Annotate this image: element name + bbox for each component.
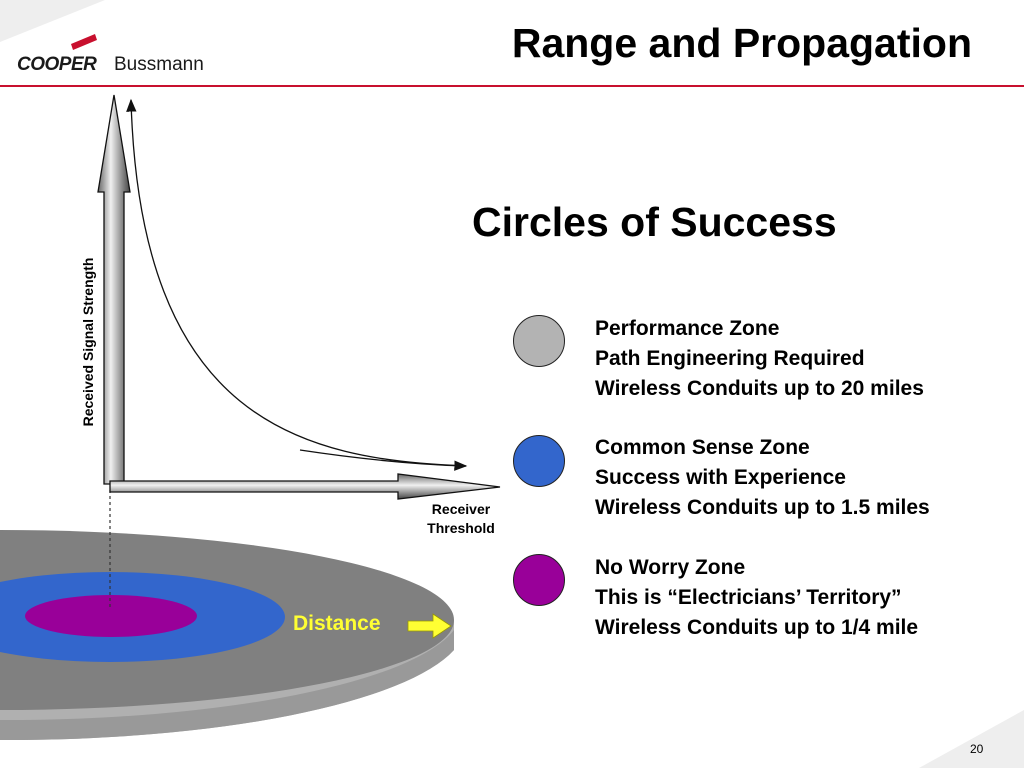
page-title: Range and Propagation [511, 20, 972, 66]
zone-range: Wireless Conduits up to 1/4 mile [595, 616, 919, 639]
disc-inner-zone [25, 595, 197, 637]
zone-range: Wireless Conduits up to 1.5 miles [595, 496, 930, 519]
page-number: 20 [970, 742, 984, 756]
receiver-threshold-line2: Threshold [427, 520, 495, 536]
section-heading: Circles of Success [472, 199, 837, 245]
legend-performance-zone: Performance Zone Path Engineering Requir… [595, 314, 924, 404]
zone-detail: Success with Experience [595, 466, 846, 489]
legend-common-sense-zone: Common Sense Zone Success with Experienc… [595, 433, 930, 523]
gray-circle-icon [513, 315, 565, 367]
signal-decay-curve [126, 98, 467, 467]
legend-no-worry-zone: No Worry Zone This is “Electricians’ Ter… [595, 553, 918, 643]
purple-circle-icon [513, 554, 565, 606]
zone-title: Performance Zone [595, 317, 780, 340]
signal-decay-curve-end [299, 449, 468, 471]
coverage-disc [0, 530, 454, 741]
zone-title: Common Sense Zone [595, 436, 810, 459]
zone-title: No Worry Zone [595, 556, 746, 579]
receiver-threshold-label: Receiver Threshold [412, 500, 510, 538]
receiver-threshold-line1: Receiver [431, 501, 491, 517]
disc-rim-shadow [0, 630, 454, 741]
zone-detail: This is “Electricians’ Territory” [595, 586, 902, 609]
y-axis-arrow [97, 94, 131, 485]
logo-bussmann-text: Bussmann [114, 54, 204, 75]
logo-cooper-text: COOPER [17, 54, 97, 75]
corner-decoration-top-left [0, 0, 105, 42]
x-axis-arrow [109, 473, 501, 500]
distance-arrow-icon [407, 613, 452, 639]
header-divider [0, 85, 1024, 87]
logo-mark-icon [71, 34, 97, 50]
zone-range: Wireless Conduits up to 20 miles [595, 377, 924, 400]
blue-circle-icon [513, 435, 565, 487]
zone-detail: Path Engineering Required [595, 347, 865, 370]
corner-decoration-bottom-right [919, 710, 1024, 768]
y-axis-label: Received Signal Strength [80, 257, 96, 427]
distance-label: Distance [293, 612, 381, 635]
